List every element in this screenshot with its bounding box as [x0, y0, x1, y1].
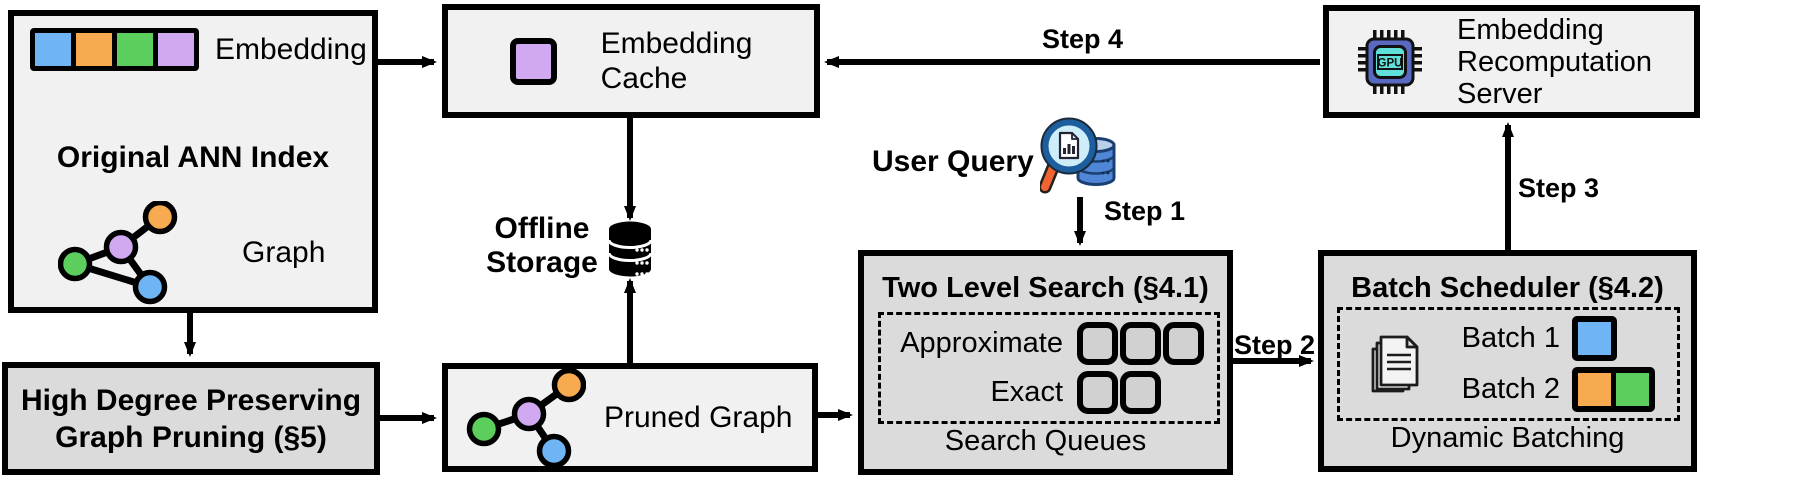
offline-storage-label-line2: Storage [486, 246, 598, 279]
embedding-label: Embedding [215, 32, 367, 66]
gpu-icon-label: GPU [1378, 57, 1403, 69]
exact-queue-slots [1077, 371, 1161, 415]
approximate-queue-row: Approximate [881, 321, 1217, 365]
embedding-cell-orange [76, 33, 112, 66]
graph-pruning-box: High Degree Preserving Graph Pruning (§5… [2, 362, 380, 475]
documents-icon [1371, 335, 1419, 393]
step4-label: Step 4 [1042, 24, 1124, 54]
graph-label: Graph [242, 236, 326, 269]
embedding-cache-label: Embedding Cache [601, 26, 753, 96]
queue-slot [1077, 371, 1118, 415]
embedding-cache-label-line2: Cache [600, 62, 688, 95]
query-search-icon [1040, 117, 1116, 194]
recomputation-server-line2: Recomputation [1457, 45, 1653, 78]
offline-storage-label: Offline Storage [457, 212, 627, 280]
approximate-label: Approximate [900, 326, 1063, 359]
embedding-cell-blue [35, 33, 71, 66]
embedding-vector-icon [30, 28, 199, 71]
batch2-row: Batch 2 [1426, 367, 1655, 412]
two-level-search-title: Two Level Search (§4.1) [882, 272, 1209, 304]
step3-label: Step 3 [1518, 173, 1600, 203]
step1-label: Step 1 [1104, 196, 1186, 226]
search-queues-caption: Search Queues [944, 425, 1147, 457]
batch1-embeddings [1572, 316, 1617, 361]
batch2-embeddings [1572, 367, 1655, 412]
graph-row: Graph [58, 201, 372, 305]
queue-slot [1120, 321, 1161, 365]
queue-slot [1120, 371, 1161, 415]
exact-queue-row: Exact [881, 371, 1217, 415]
queue-slot [1077, 321, 1118, 365]
batch-scheduler-box: Batch Scheduler (§4.2) Batch 1 [1318, 250, 1697, 472]
pruned-graph-box: Pruned Graph [442, 363, 818, 472]
approximate-queue-slots [1077, 321, 1204, 365]
recomputation-server-label: Embedding Recomputation Server [1457, 14, 1652, 110]
gpu-chip-icon: GPU [1358, 29, 1422, 94]
batch-rows: Batch 1 Batch 2 [1426, 310, 1655, 418]
graph-pruning-title-line2: Graph Pruning (§5) [55, 420, 327, 454]
batch2-label: Batch 2 [1461, 373, 1560, 405]
recomputation-server-box: GPU Embedding Recomputation Server [1323, 5, 1700, 118]
batch-scheduler-title: Batch Scheduler (§4.2) [1351, 272, 1664, 304]
pruned-graph-label: Pruned Graph [604, 400, 793, 434]
recomputation-server-line3: Server [1457, 77, 1543, 110]
original-graph-icon [58, 201, 178, 305]
user-query-label: User Query [872, 145, 1034, 178]
batch1-cell-blue [1578, 322, 1611, 355]
original-ann-index-box: Embedding Original ANN Index Graph [8, 10, 378, 313]
two-level-search-box: Two Level Search (§4.1) Approximate Exac… [858, 250, 1233, 475]
dynamic-batching-panel: Batch 1 Batch 2 [1337, 307, 1680, 421]
queue-slot [1163, 321, 1204, 365]
graph-pruning-title-line1: High Degree Preserving [20, 383, 362, 417]
step2-label: Step 2 [1234, 330, 1316, 360]
embedding-cache-box: Embedding Cache [442, 4, 820, 118]
offline-storage-label-line1: Offline [494, 212, 590, 245]
batch2-cell-green [1616, 373, 1649, 406]
batch1-row: Batch 1 [1426, 316, 1655, 361]
recomputation-server-line1: Embedding [1457, 13, 1604, 46]
original-ann-index-title: Original ANN Index [56, 141, 330, 174]
cached-embedding-icon [509, 37, 557, 85]
batch1-label: Batch 1 [1461, 322, 1560, 354]
exact-label: Exact [990, 376, 1063, 409]
embedding-cache-label-line1: Embedding [600, 27, 753, 60]
embedding-cell-purple [158, 33, 194, 66]
dynamic-batching-caption: Dynamic Batching [1390, 422, 1625, 454]
search-queues-panel: Approximate Exact [878, 312, 1220, 424]
database-icon [607, 221, 653, 277]
batch2-cell-orange [1578, 373, 1611, 406]
embedding-row: Embedding [30, 28, 372, 71]
pruned-graph-icon [466, 368, 586, 467]
embedding-cell-green [117, 33, 153, 66]
